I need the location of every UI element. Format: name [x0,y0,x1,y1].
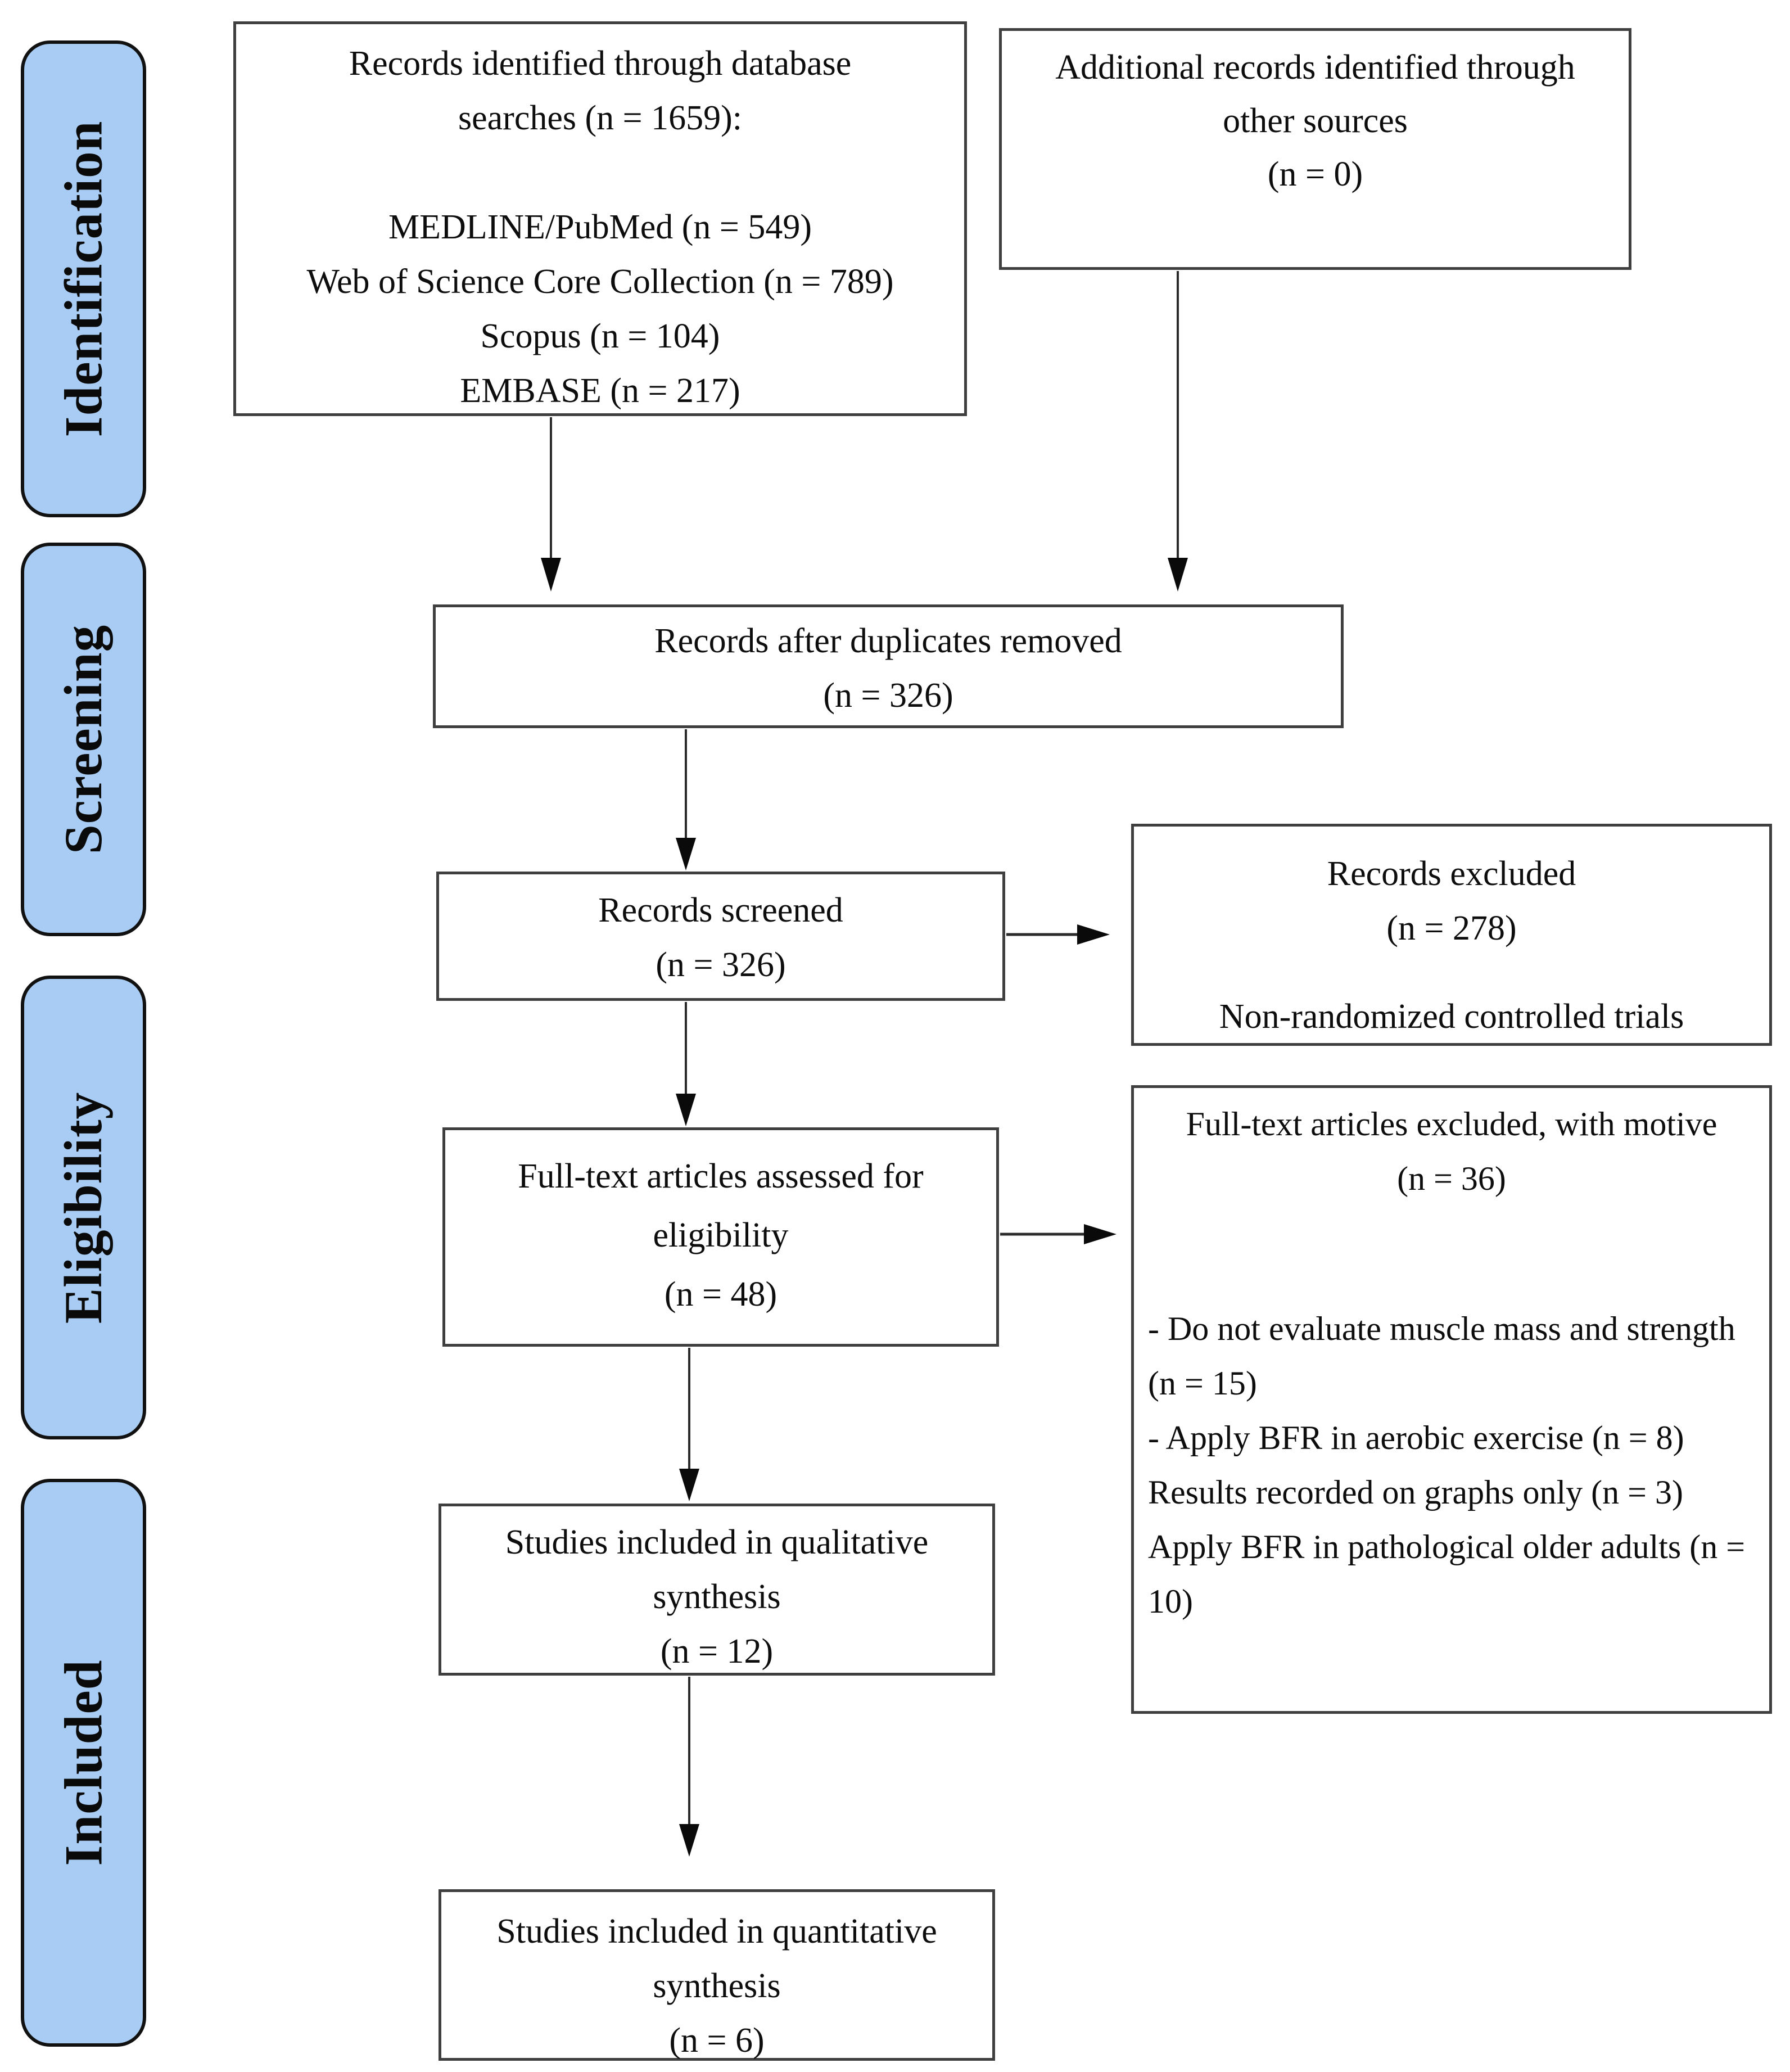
blank-line [1148,1206,1755,1254]
source-line: Scopus (n = 104) [480,317,720,355]
box-additional-records: Additional records identified through ot… [999,28,1631,270]
box-count: (n = 326) [656,946,786,984]
motive-line: Results recorded on graphs only (n = 3) [1148,1474,1683,1511]
box-fulltext-assessed: Full-text articles assessed for eligibil… [442,1127,999,1347]
box-count: (n = 0) [1267,155,1363,193]
box-title-line: Full-text articles excluded, with motive [1186,1105,1717,1143]
box-title-line: Additional records identified through [1055,48,1575,87]
box-records-after-duplicates-removed: Records after duplicates removed (n = 32… [433,604,1344,728]
box-title-line: Records identified through database [349,44,852,83]
arrowhead-identified-to-deduplicated [541,558,561,592]
box-count: (n = 6) [669,2021,765,2060]
sidebar-stage-eligibility: Eligibility [21,976,146,1439]
box-count: (n = 12) [660,1632,774,1671]
exclusion-reason: Non-randomized controlled trials [1219,997,1684,1036]
box-title-line: Records excluded [1327,855,1576,893]
box-title-line: Studies included in qualitative [505,1523,929,1561]
box-count: (n = 48) [664,1275,778,1313]
sidebar-stage-screening: Screening [21,543,146,936]
arrowhead-fulltext-to-qualitative [679,1469,699,1501]
arrowhead-screened-to-fulltext [676,1094,696,1126]
arrowhead-deduplicated-to-screened [676,838,696,870]
exclusion-motives: - Do not evaluate muscle mass and streng… [1148,1302,1755,1629]
box-count: (n = 326) [823,676,953,715]
box-qualitative-synthesis: Studies included in qualitative synthesi… [439,1504,995,1676]
box-title-line: synthesis [653,1578,781,1616]
stage-label-screening: Screening [53,624,114,855]
source-line: MEDLINE/PubMed (n = 549) [388,208,812,246]
box-count: (n = 36) [1397,1160,1506,1197]
box-title-line: synthesis [653,1967,781,2005]
stage-label-identification: Identification [53,120,114,437]
box-quantitative-synthesis: Studies included in quantitative synthes… [439,1889,995,2061]
box-title-line: searches (n = 1659): [458,99,742,137]
blank-line [1148,1254,1755,1302]
stage-label-eligibility: Eligibility [53,1091,114,1324]
box-title-line: other sources [1223,102,1408,140]
stage-label-included: Included [53,1659,114,1866]
motive-line: - Do not evaluate muscle mass and streng… [1148,1310,1735,1402]
box-records-excluded: Records excluded (n = 278) Non-randomize… [1131,824,1772,1046]
box-count: (n = 278) [1386,909,1517,947]
box-records-screened: Records screened (n = 326) [436,872,1005,1001]
box-title-line: Studies included in quantitative [496,1912,937,1951]
sidebar-stage-included: Included [21,1479,146,2047]
sidebar-stage-identification: Identification [21,40,146,517]
blank-line [236,146,964,200]
box-title-line: Records screened [598,891,843,929]
source-line: EMBASE (n = 217) [460,372,740,410]
motive-line: Apply BFR in pathological older adults (… [1148,1528,1746,1620]
arrowhead-qualitative-to-quantitative [679,1824,699,1857]
arrowhead-additional-to-deduplicated [1168,558,1188,592]
source-line: Web of Science Core Collection (n = 789) [306,263,894,301]
box-fulltext-excluded: Full-text articles excluded, with motive… [1131,1085,1772,1714]
blank-line [1134,956,1769,990]
box-title-line: Full-text articles assessed for [518,1157,924,1195]
arrowhead-fulltext-to-excluded [1084,1224,1117,1244]
arrowhead-screened-to-excluded [1077,924,1110,945]
box-title-line: Records after duplicates removed [654,622,1122,660]
motive-line: - Apply BFR in aerobic exercise (n = 8) [1148,1419,1684,1456]
box-records-identified: Records identified through database sear… [233,21,967,416]
box-title-line: eligibility [653,1216,789,1254]
